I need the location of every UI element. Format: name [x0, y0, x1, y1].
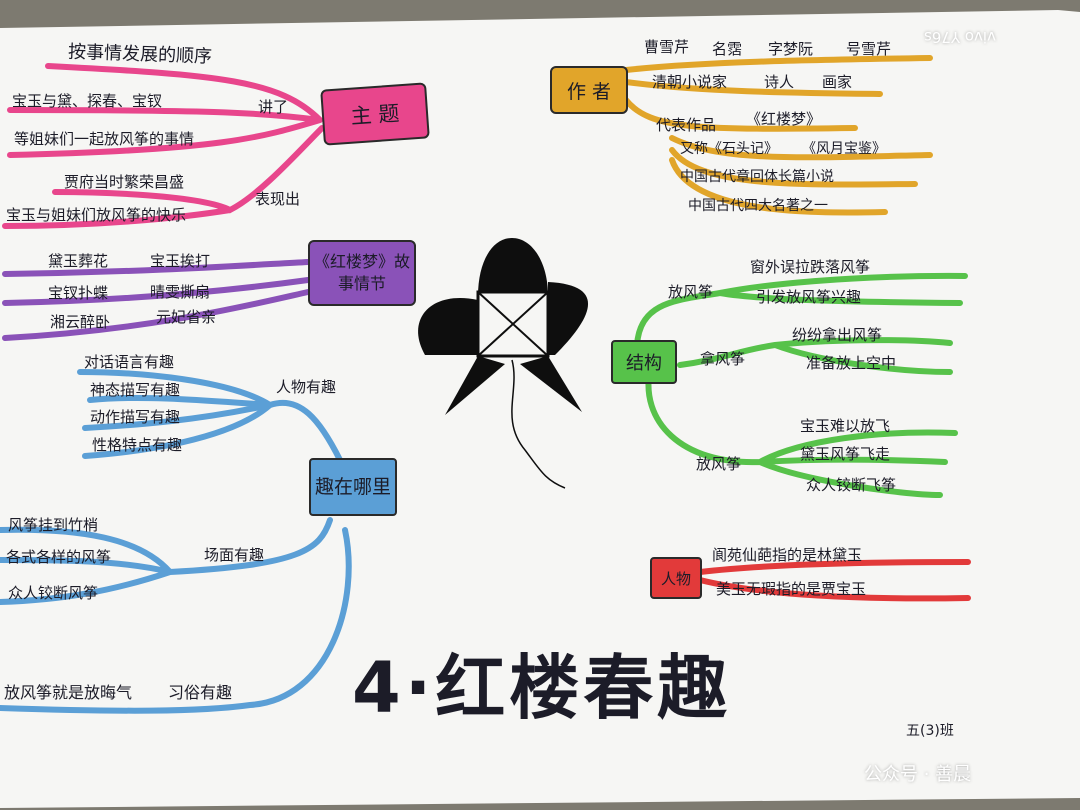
- interest-item: 神态描写有趣: [90, 381, 181, 399]
- author-work: 中国古代四大名著之一: [688, 198, 828, 214]
- plot-item: 湘云醉卧: [50, 313, 111, 331]
- author-lines: [623, 55, 933, 216]
- theme-item: 贾府当时繁荣昌盛: [64, 173, 185, 191]
- page-title: 4·红楼春趣: [352, 647, 732, 729]
- structure-item: 准备放上空中: [806, 354, 897, 372]
- theme-item: 按事情发展的顺序: [67, 41, 213, 68]
- structure-lines: [634, 272, 968, 498]
- author-item: 画家: [822, 73, 853, 91]
- author-work: 又称《石头记》: [680, 141, 778, 157]
- class-label: 五(3)班: [906, 723, 954, 739]
- author-item: 曹雪芹: [644, 38, 690, 56]
- structure-group-label: 拿风筝: [700, 350, 746, 368]
- plot-hub: 《红楼梦》故事情节: [308, 240, 416, 306]
- interest-item: 众人铰断风筝: [8, 584, 99, 602]
- interest-item: 对话语言有趣: [84, 353, 175, 371]
- structure-item: 纷纷拿出风筝: [792, 326, 883, 344]
- structure-item: 众人铰断飞筝: [806, 476, 897, 494]
- theme-sub-label: 讲了: [258, 98, 289, 116]
- structure-item: 引发放风筝兴趣: [756, 288, 862, 306]
- plot-item: 宝钗扑蝶: [48, 284, 109, 302]
- branch-lines: [0, 55, 971, 714]
- wechat-watermark: 公众号 · 善晨: [864, 764, 972, 785]
- characters-hub: 人物: [650, 557, 702, 599]
- plot-lines: [2, 259, 311, 341]
- author-work: 《风月宝鉴》: [802, 141, 886, 157]
- interest-hub: 趣在哪里: [309, 458, 397, 516]
- structure-group-label: 放风筝: [668, 283, 714, 301]
- author-item: 清朝小说家: [652, 73, 728, 91]
- interest-group-label: 人物有趣: [276, 378, 337, 396]
- character-item: 阆苑仙葩指的是林黛玉: [712, 546, 863, 564]
- plot-item: 元妃省亲: [156, 308, 217, 326]
- author-work: 中国古代章回体长篇小说: [680, 169, 834, 185]
- interest-lines: [0, 369, 352, 714]
- author-work: 《红楼梦》: [746, 110, 822, 128]
- author-item: 号雪芹: [846, 40, 892, 58]
- interest-item: 风筝挂到竹梢: [8, 516, 99, 534]
- kite-drawing: [418, 238, 589, 489]
- structure-item: 窗外误拉跌落风筝: [750, 258, 871, 276]
- theme-sub-label: 表现出: [255, 190, 301, 208]
- structure-hub: 结构: [611, 340, 677, 384]
- interest-item: 动作描写有趣: [90, 408, 181, 426]
- interest-item: 各式各样的风筝: [6, 548, 112, 566]
- author-item: 诗人: [764, 73, 795, 91]
- author-item: 字梦阮: [768, 40, 814, 58]
- author-hub: 作 者: [550, 66, 628, 114]
- structure-group-label: 放风筝: [696, 455, 742, 473]
- character-lines: [697, 559, 971, 602]
- interest-group-label: 场面有趣: [204, 546, 265, 564]
- author-works-label: 代表作品: [656, 116, 717, 134]
- interest-note: 放风筝就是放晦气: [4, 683, 133, 702]
- interest-item: 性格特点有趣: [92, 436, 183, 454]
- theme-item: 等姐妹们一起放风筝的事情: [14, 130, 195, 148]
- theme-item: 宝玉与姐妹们放风筝的快乐: [6, 206, 187, 224]
- character-item: 美玉无瑕指的是贾宝玉: [716, 580, 867, 598]
- plot-item: 黛玉葬花: [48, 252, 109, 270]
- theme-lines: [2, 63, 325, 229]
- camera-watermark: vivo Y76s: [924, 28, 996, 46]
- theme-hub: 主 题: [320, 82, 430, 146]
- structure-item: 宝玉难以放飞: [800, 417, 891, 435]
- structure-item: 黛玉风筝飞走: [800, 445, 891, 463]
- interest-note: 习俗有趣: [168, 683, 233, 702]
- plot-item: 晴雯撕扇: [150, 283, 211, 301]
- author-item: 名霑: [712, 40, 743, 58]
- theme-item: 宝玉与黛、探春、宝钗: [12, 92, 163, 110]
- plot-item: 宝玉挨打: [150, 252, 211, 270]
